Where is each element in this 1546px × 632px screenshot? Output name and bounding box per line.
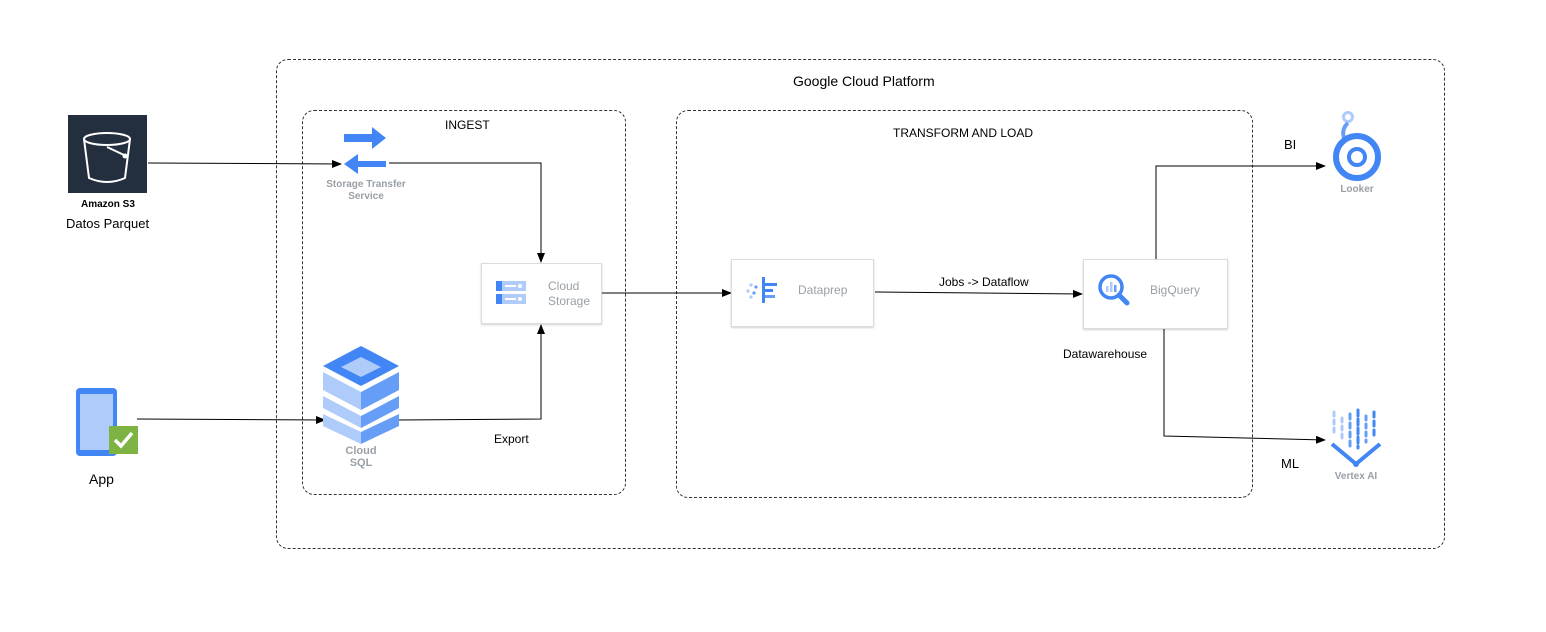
vertex-ai-label: Vertex AI xyxy=(1334,471,1378,482)
cloud-storage-icon xyxy=(495,279,527,307)
cloud-sql-icon xyxy=(323,346,399,444)
edge-transfer-to-storage xyxy=(389,162,545,263)
edge-dataprep-to-bigquery xyxy=(874,289,1083,298)
dataprep-label: Dataprep xyxy=(798,283,848,297)
edge-label-bi: BI xyxy=(1284,137,1297,152)
cloud-storage-label: Cloud Storage xyxy=(548,279,591,308)
edge-label-datawarehouse: Datawarehouse xyxy=(1063,347,1148,361)
vertex-ai-icon xyxy=(1330,408,1382,468)
s3-icon xyxy=(68,115,147,193)
cloud-storage-node[interactable]: Cloud Storage xyxy=(481,263,602,324)
gcp-title: Google Cloud Platform xyxy=(793,73,935,89)
edge-s3-to-transfer xyxy=(147,159,342,168)
storage-transfer-icon xyxy=(342,127,388,175)
storage-transfer-label: Storage Transfer Service xyxy=(326,179,406,202)
looker-label: Looker xyxy=(1340,184,1374,195)
edge-label-ml: ML xyxy=(1281,456,1300,471)
transform-container xyxy=(676,110,1253,498)
gcp-container xyxy=(276,59,1445,549)
app-label: App xyxy=(89,471,114,487)
edge-app-to-sql xyxy=(136,415,326,424)
ingest-title: INGEST xyxy=(445,118,490,132)
edge-bigquery-to-looker xyxy=(1155,162,1326,260)
dataprep-node[interactable]: Dataprep xyxy=(731,259,874,327)
looker-icon xyxy=(1330,111,1384,181)
edge-bigquery-to-vertex xyxy=(1163,329,1326,444)
transform-title: TRANSFORM AND LOAD xyxy=(893,126,1034,140)
bigquery-label: BigQuery xyxy=(1150,283,1201,297)
ingest-container xyxy=(302,110,626,495)
cloud-sql-label: Cloud SQL xyxy=(345,445,377,469)
dataprep-icon xyxy=(745,275,779,305)
edge-sql-to-storage xyxy=(397,324,545,421)
s3-data-label: Datos Parquet xyxy=(66,216,150,231)
edge-label-export: Export xyxy=(494,432,529,446)
bigquery-node[interactable]: BigQuery xyxy=(1083,259,1228,329)
edge-label-jobs: Jobs -> Dataflow xyxy=(939,275,1029,289)
s3-service-label: Amazon S3 xyxy=(81,199,135,210)
bigquery-icon xyxy=(1098,274,1130,306)
mobile-app-icon xyxy=(75,386,139,458)
